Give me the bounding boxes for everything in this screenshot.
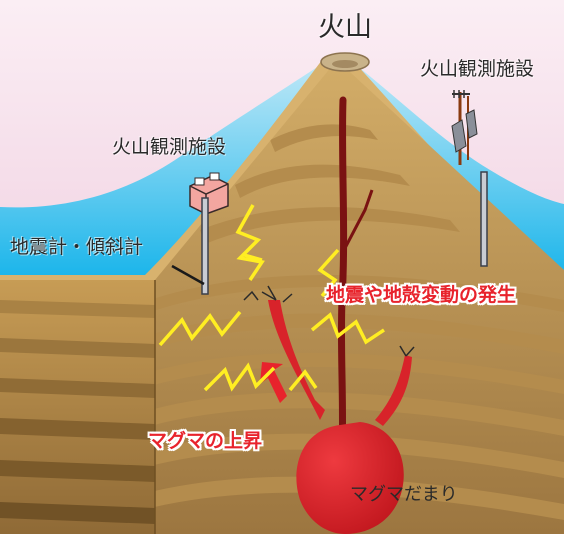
crater-vent (332, 60, 358, 68)
seismometer-tiltmeter-label: 地震計・傾斜計 (10, 236, 144, 258)
magma-dike-right (375, 355, 412, 426)
cross-section-left-face (0, 280, 155, 534)
magma-chamber-label: マグマだまり (350, 484, 458, 505)
right-face-strata (155, 124, 564, 520)
earthquake-crustal-deformation-label: 地震や地殻変動の発生 (326, 284, 517, 306)
magma-rise-arrow (260, 362, 287, 403)
magma-chamber (296, 422, 404, 534)
magma-dike-left (268, 300, 325, 420)
observation-facility-left (189, 172, 229, 295)
earthquake-marks (158, 204, 385, 392)
seismometer-pointer (171, 264, 205, 286)
dike-cracks-left (261, 285, 293, 303)
observation-facility-right (451, 90, 488, 267)
left-face-strata (0, 300, 155, 524)
observation-facility-right-label: 火山観測施設 (420, 58, 535, 80)
observation-facility-left-label: 火山観測施設 (112, 136, 227, 158)
volcano-label: 火山 (318, 12, 372, 43)
magma-conduit (337, 96, 348, 464)
magma-rise-label: マグマの上昇 (148, 430, 263, 452)
crack-mark (243, 290, 259, 301)
conduit-branch (342, 189, 374, 251)
dike-cracks-right (399, 345, 415, 357)
